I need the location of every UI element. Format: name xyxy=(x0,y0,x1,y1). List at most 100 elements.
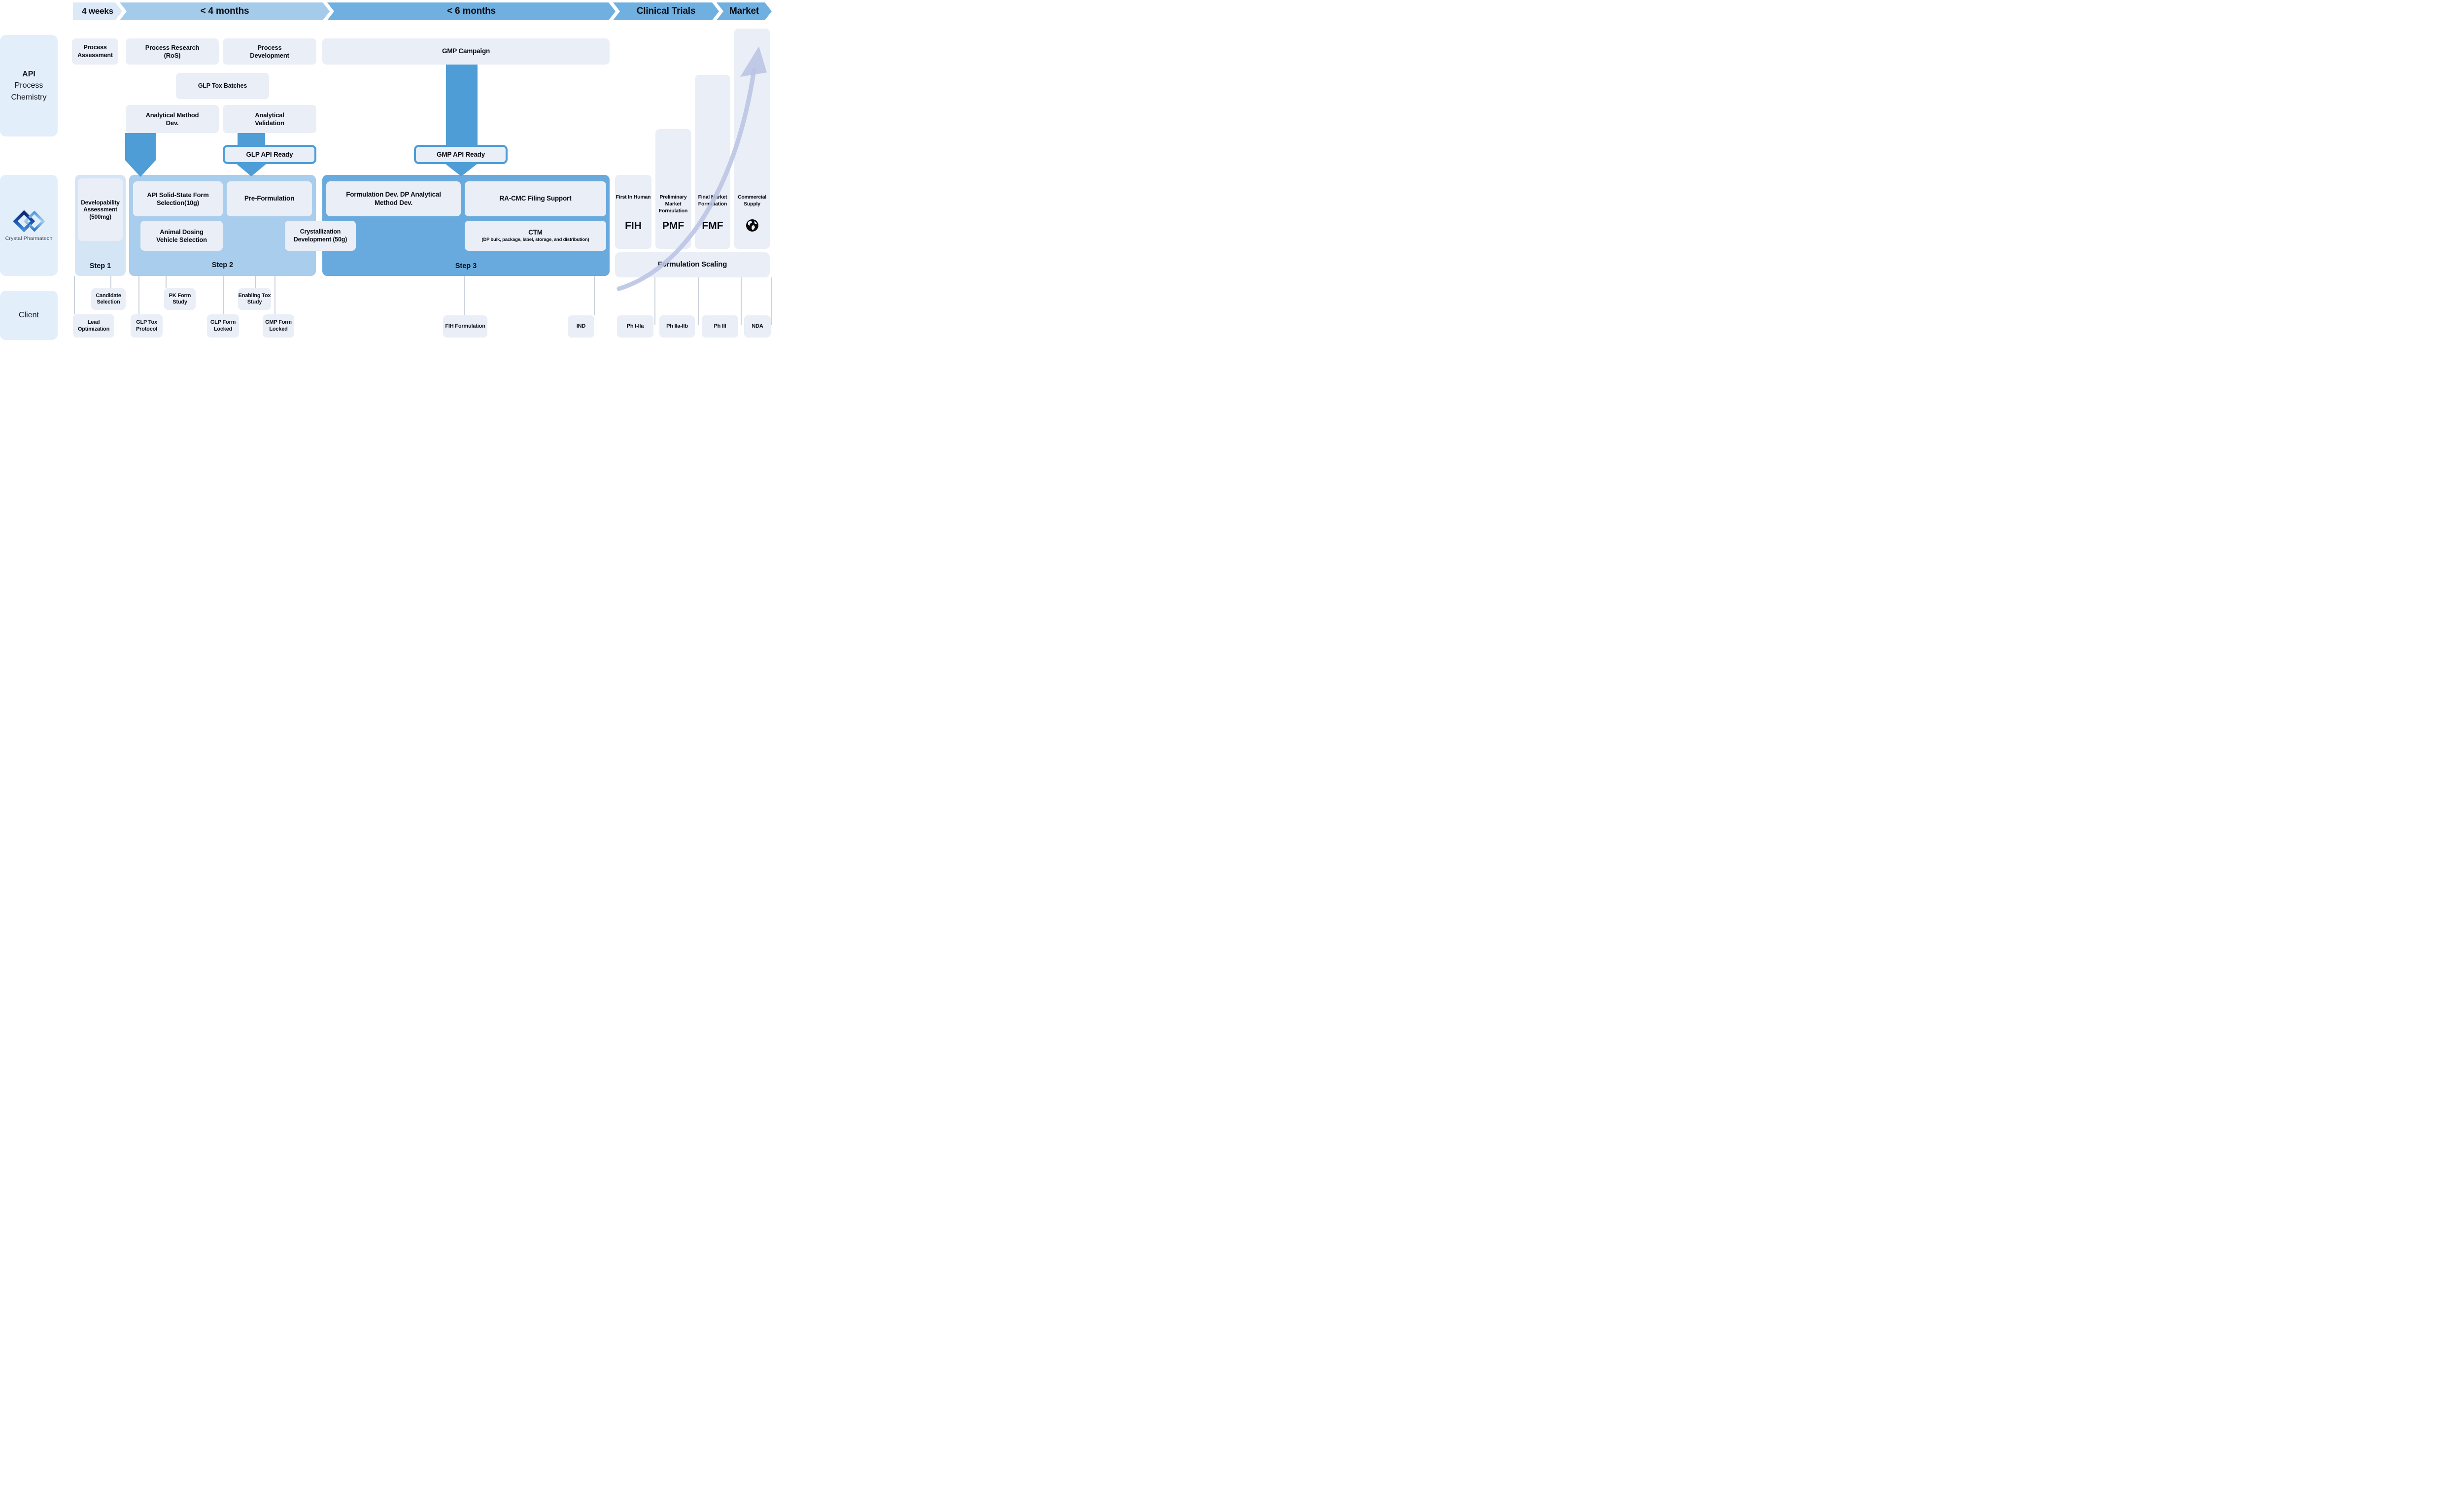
connector-line xyxy=(138,276,139,314)
nda-box: NDA xyxy=(744,315,771,338)
step3-label: Step 3 xyxy=(455,262,477,270)
lane-label-client: Client xyxy=(19,311,39,319)
gmp-campaign-label: GMP Campaign xyxy=(442,47,490,55)
process-development-box: Process Development xyxy=(223,38,316,65)
fih-formulation-box: FIH Formulation xyxy=(443,315,487,338)
connector-line xyxy=(274,276,275,314)
timeline-phase-label: Clinical Trials xyxy=(636,6,696,16)
ind-label: IND xyxy=(576,323,586,329)
crystal-pharmatech-logo-icon xyxy=(12,210,45,232)
candidate-selection-box: Candidate Selection xyxy=(91,288,126,310)
timeline-phase-label: 4 weeks xyxy=(82,6,113,16)
ind-box: IND xyxy=(568,315,594,338)
down-arrow-icon xyxy=(125,133,156,177)
process-research-box: Process Research (RoS) xyxy=(126,38,219,65)
pk-form-study-label: PK Form Study xyxy=(169,292,191,305)
connector-line xyxy=(255,276,256,288)
fmf-column-title: Final Market Formulation xyxy=(698,194,727,207)
analytical-validation-label: Analytical Validation xyxy=(255,111,284,127)
enabling-tox-study-label: Enabling Tox Study xyxy=(238,292,271,305)
ra-cmc-filing-support-box: RA-CMC Filing Support xyxy=(465,181,606,216)
glp-form-locked-box: GLP Form Locked xyxy=(207,314,239,338)
lane-label-api: API xyxy=(22,70,35,79)
pmf-column-title: Preliminary Market Formulation xyxy=(658,194,688,214)
animal-dosing-vehicle-selection-label: Animal Dosing Vehicle Selection xyxy=(156,228,207,243)
connector-line xyxy=(654,277,655,325)
timeline-phase-4-months: < 4 months xyxy=(120,2,330,20)
pre-formulation-box: Pre-Formulation xyxy=(227,181,312,216)
pmf-column: Preliminary Market Formulation PMF xyxy=(655,129,691,249)
enabling-tox-study-box: Enabling Tox Study xyxy=(238,288,271,310)
commercial-supply-column-title: Commercial Supply xyxy=(737,194,767,207)
connector-line xyxy=(464,276,465,315)
connector-line xyxy=(698,277,699,325)
lead-optimization-box: Lead Optimization xyxy=(73,314,114,338)
commercial-supply-column: Commercial Supply xyxy=(734,29,770,249)
lane-api-process-chemistry: API Process Chemistry xyxy=(0,35,58,136)
formulation-dev-dp-analytical-label: Formulation Dev. DP Analytical Method De… xyxy=(346,191,441,206)
ph-iia-iib-label: Ph IIa-IIb xyxy=(666,323,688,329)
timeline-phase-market: Market xyxy=(717,2,772,20)
formulation-dev-dp-analytical-box: Formulation Dev. DP Analytical Method De… xyxy=(326,181,461,216)
process-assessment-box: Process Assessment xyxy=(72,38,118,65)
timeline-phase-label: Market xyxy=(729,6,759,16)
gmp-form-locked-label: GMP Form Locked xyxy=(265,319,292,332)
down-arrow-stem xyxy=(446,65,478,146)
ra-cmc-filing-support-label: RA-CMC Filing Support xyxy=(499,195,572,203)
glp-api-ready-label: GLP API Ready xyxy=(246,151,293,158)
process-development-label: Process Development xyxy=(250,43,289,59)
analytical-method-dev-label: Analytical Method Dev. xyxy=(145,111,199,127)
lane-label-process: Process xyxy=(14,81,43,90)
timeline-phase-6-months: < 6 months xyxy=(327,2,616,20)
formulation-scaling-bar: Formulation Scaling xyxy=(615,252,770,277)
process-research-label: Process Research (RoS) xyxy=(145,43,200,59)
ph-iii-box: Ph III xyxy=(702,315,738,338)
animal-dosing-vehicle-selection-box: Animal Dosing Vehicle Selection xyxy=(140,221,223,251)
lane-label-chemistry: Chemistry xyxy=(11,93,47,101)
nda-label: NDA xyxy=(752,323,763,329)
lane-client: Client xyxy=(0,291,58,340)
glp-api-ready-pill: GLP API Ready xyxy=(223,145,316,164)
connector-line xyxy=(223,276,224,314)
developability-assessment-box: Developability Assessment (500mg) xyxy=(78,178,123,241)
pre-formulation-label: Pre-Formulation xyxy=(244,195,295,203)
glp-tox-batches-label: GLP Tox Batches xyxy=(198,82,247,89)
timeline-phase-clinical-trials: Clinical Trials xyxy=(613,2,719,20)
formulation-scaling-label: Formulation Scaling xyxy=(657,260,727,269)
connector-line xyxy=(110,276,111,288)
crystal-pharmatech-logo-text: Crystal Pharmatech xyxy=(5,235,53,241)
gmp-form-locked-box: GMP Form Locked xyxy=(263,314,294,338)
glp-tox-batches-box: GLP Tox Batches xyxy=(176,73,269,99)
connector-line xyxy=(74,276,75,314)
pk-form-study-box: PK Form Study xyxy=(164,288,196,310)
ctm-subtitle: (DP bulk, package, label, storage, and d… xyxy=(481,237,589,242)
fih-column-abbr: FIH xyxy=(625,220,642,232)
process-timeline-diagram: 4 weeks < 4 months < 6 months Clinical T… xyxy=(0,0,773,342)
connector-line xyxy=(741,277,742,325)
candidate-selection-label: Candidate Selection xyxy=(96,292,121,305)
timeline-phase-label: < 4 months xyxy=(200,6,249,16)
crystallization-development-label: Crystallization Development (50g) xyxy=(293,228,347,243)
developability-assessment-label: Developability Assessment (500mg) xyxy=(81,199,120,220)
analytical-method-dev-box: Analytical Method Dev. xyxy=(126,105,219,133)
connector-line xyxy=(594,276,595,315)
ctm-box: CTM (DP bulk, package, label, storage, a… xyxy=(465,221,606,251)
fih-column-title: First In Human xyxy=(616,194,651,200)
crystallization-development-box: Crystallization Development (50g) xyxy=(285,221,356,251)
globe-icon xyxy=(734,219,770,235)
gmp-campaign-box: GMP Campaign xyxy=(322,38,610,65)
ph-iii-label: Ph III xyxy=(714,323,726,329)
gmp-api-ready-pill: GMP API Ready xyxy=(414,145,508,164)
gmp-api-ready-label: GMP API Ready xyxy=(437,151,485,158)
api-solid-state-form-selection-box: API Solid-State Form Selection(10g) xyxy=(133,181,223,216)
step2-label: Step 2 xyxy=(211,261,234,269)
timeline-phase-label: < 6 months xyxy=(447,6,496,16)
fmf-column: Final Market Formulation FMF xyxy=(695,75,730,249)
api-solid-state-form-selection-label: API Solid-State Form Selection(10g) xyxy=(147,191,209,206)
lead-optimization-label: Lead Optimization xyxy=(77,319,110,332)
glp-tox-protocol-box: GLP Tox Protocol xyxy=(131,314,163,338)
glp-tox-protocol-label: GLP Tox Protocol xyxy=(136,319,157,332)
ph-i-iia-box: Ph I-IIa xyxy=(617,315,653,338)
fmf-column-abbr: FMF xyxy=(702,220,723,232)
ph-iia-iib-box: Ph IIa-IIb xyxy=(659,315,695,338)
